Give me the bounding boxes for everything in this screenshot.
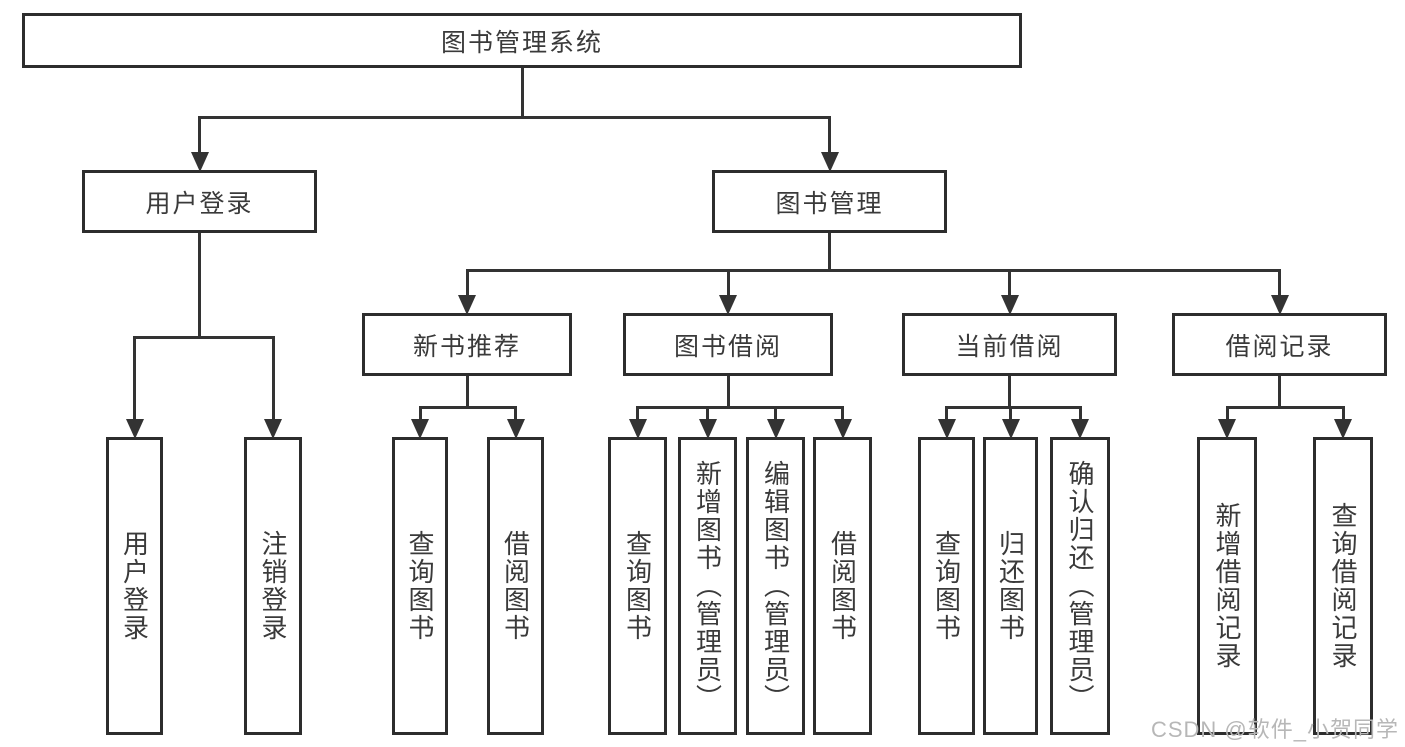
connector-arrow-down-icon bbox=[411, 419, 429, 439]
connector-line bbox=[465, 270, 469, 297]
node-leaf-cb-query-books: 查询图书 bbox=[918, 437, 975, 735]
node-label: 图书借阅 bbox=[673, 332, 782, 361]
node-leaf-br-add-record: 新增借阅记录 bbox=[1197, 437, 1257, 735]
connector-line bbox=[1225, 407, 1229, 421]
connector-arrow-down-icon bbox=[125, 419, 144, 439]
connector-line bbox=[418, 405, 517, 409]
connector-arrow-down-icon bbox=[1218, 419, 1236, 439]
node-label: 图书管理 bbox=[775, 189, 884, 218]
connector-arrow-down-icon bbox=[766, 419, 785, 439]
node-label: 查询图书 bbox=[931, 530, 962, 642]
connector-line bbox=[636, 407, 639, 421]
node-label: 用户登录 bbox=[145, 189, 254, 218]
connector-line bbox=[514, 407, 517, 421]
connector-line bbox=[1278, 270, 1281, 297]
connector-arrow-down-icon bbox=[458, 295, 476, 315]
node-root: 图书管理系统 bbox=[22, 13, 1022, 68]
connector-arrow-down-icon bbox=[1071, 419, 1089, 439]
connector-line bbox=[520, 68, 524, 119]
connector-line bbox=[198, 233, 201, 339]
connector-line bbox=[1278, 376, 1281, 409]
node-label: 当前借阅 bbox=[955, 332, 1064, 361]
connector-line bbox=[1008, 376, 1011, 409]
connector-line bbox=[1078, 407, 1082, 421]
connector-line bbox=[198, 117, 201, 154]
connector-arrow-down-icon bbox=[719, 295, 737, 315]
node-new-book-recommend: 新书推荐 bbox=[362, 313, 572, 376]
connector-arrow-down-icon bbox=[1334, 419, 1352, 439]
connector-line bbox=[726, 376, 730, 409]
node-leaf-cb-return-books: 归还图书 bbox=[983, 437, 1038, 735]
node-label: 用户登录 bbox=[119, 530, 150, 642]
node-label: 借阅图书 bbox=[500, 530, 531, 642]
node-label: 查询图书 bbox=[405, 530, 435, 642]
node-book-management: 图书管理 bbox=[712, 170, 947, 233]
connector-line bbox=[465, 376, 469, 409]
connector-line bbox=[1008, 270, 1011, 297]
node-leaf-user-login: 用户登录 bbox=[106, 437, 163, 735]
node-leaf-bb-borrow-books: 借阅图书 bbox=[813, 437, 872, 735]
node-label: 查询借阅记录 bbox=[1328, 502, 1358, 670]
node-leaf-logout: 注销登录 bbox=[244, 437, 302, 735]
connector-line bbox=[706, 407, 709, 421]
connector-line bbox=[945, 407, 948, 421]
node-leaf-nbr-borrow-books: 借阅图书 bbox=[487, 437, 544, 735]
connector-line bbox=[1009, 407, 1012, 421]
node-label: 归还图书 bbox=[995, 530, 1026, 642]
connector-line bbox=[828, 233, 831, 272]
connector-line bbox=[841, 407, 844, 421]
connector-line bbox=[636, 405, 844, 409]
connector-arrow-down-icon bbox=[820, 152, 839, 172]
connector-arrow-down-icon bbox=[1270, 295, 1289, 315]
connector-arrow-down-icon bbox=[698, 419, 717, 439]
connector-line bbox=[271, 337, 275, 421]
connector-arrow-down-icon bbox=[506, 419, 525, 439]
node-leaf-nbr-query-books: 查询图书 bbox=[392, 437, 448, 735]
node-label: 借阅记录 bbox=[1225, 332, 1334, 361]
csdn-watermark: CSDN @软件_小贺同学 bbox=[1150, 717, 1399, 742]
node-borrowing-records: 借阅记录 bbox=[1172, 313, 1387, 376]
connector-arrow-down-icon bbox=[190, 152, 209, 172]
node-book-borrowing: 图书借阅 bbox=[623, 313, 833, 376]
node-leaf-bb-query-books: 查询图书 bbox=[608, 437, 667, 735]
node-label: 图书管理系统 bbox=[440, 28, 603, 57]
connector-line bbox=[726, 270, 730, 297]
connector-line bbox=[828, 117, 831, 154]
node-leaf-br-query-record: 查询借阅记录 bbox=[1313, 437, 1373, 735]
connector-line bbox=[465, 268, 1281, 272]
node-current-borrowing: 当前借阅 bbox=[902, 313, 1117, 376]
connector-arrow-down-icon bbox=[937, 419, 956, 439]
connector-line bbox=[418, 407, 422, 421]
connector-arrow-down-icon bbox=[628, 419, 647, 439]
connector-line bbox=[133, 337, 136, 421]
node-leaf-cb-confirm-return-admin: 确认归还（管理员） bbox=[1050, 437, 1110, 735]
node-label: 确认归还（管理员） bbox=[1065, 460, 1095, 712]
connector-line bbox=[133, 335, 275, 339]
connector-arrow-down-icon bbox=[264, 419, 282, 439]
connector-arrow-down-icon bbox=[1000, 295, 1019, 315]
connector-line bbox=[774, 407, 777, 421]
node-label: 新增借阅记录 bbox=[1212, 502, 1242, 670]
node-label: 新书推荐 bbox=[412, 332, 521, 361]
node-leaf-bb-edit-books-admin: 编辑图书（管理员） bbox=[746, 437, 805, 735]
node-label: 借阅图书 bbox=[827, 530, 858, 642]
connector-line bbox=[1225, 405, 1345, 409]
connector-line bbox=[1341, 407, 1345, 421]
node-label: 查询图书 bbox=[622, 530, 653, 642]
connector-line bbox=[198, 115, 831, 119]
node-label: 注销登录 bbox=[258, 530, 288, 642]
connector-line bbox=[945, 405, 1082, 409]
connector-arrow-down-icon bbox=[1001, 419, 1020, 439]
node-label: 编辑图书（管理员） bbox=[760, 460, 791, 712]
node-leaf-bb-add-books-admin: 新增图书（管理员） bbox=[678, 437, 737, 735]
node-user-login: 用户登录 bbox=[82, 170, 317, 233]
connector-arrow-down-icon bbox=[833, 419, 852, 439]
node-label: 新增图书（管理员） bbox=[692, 460, 723, 712]
